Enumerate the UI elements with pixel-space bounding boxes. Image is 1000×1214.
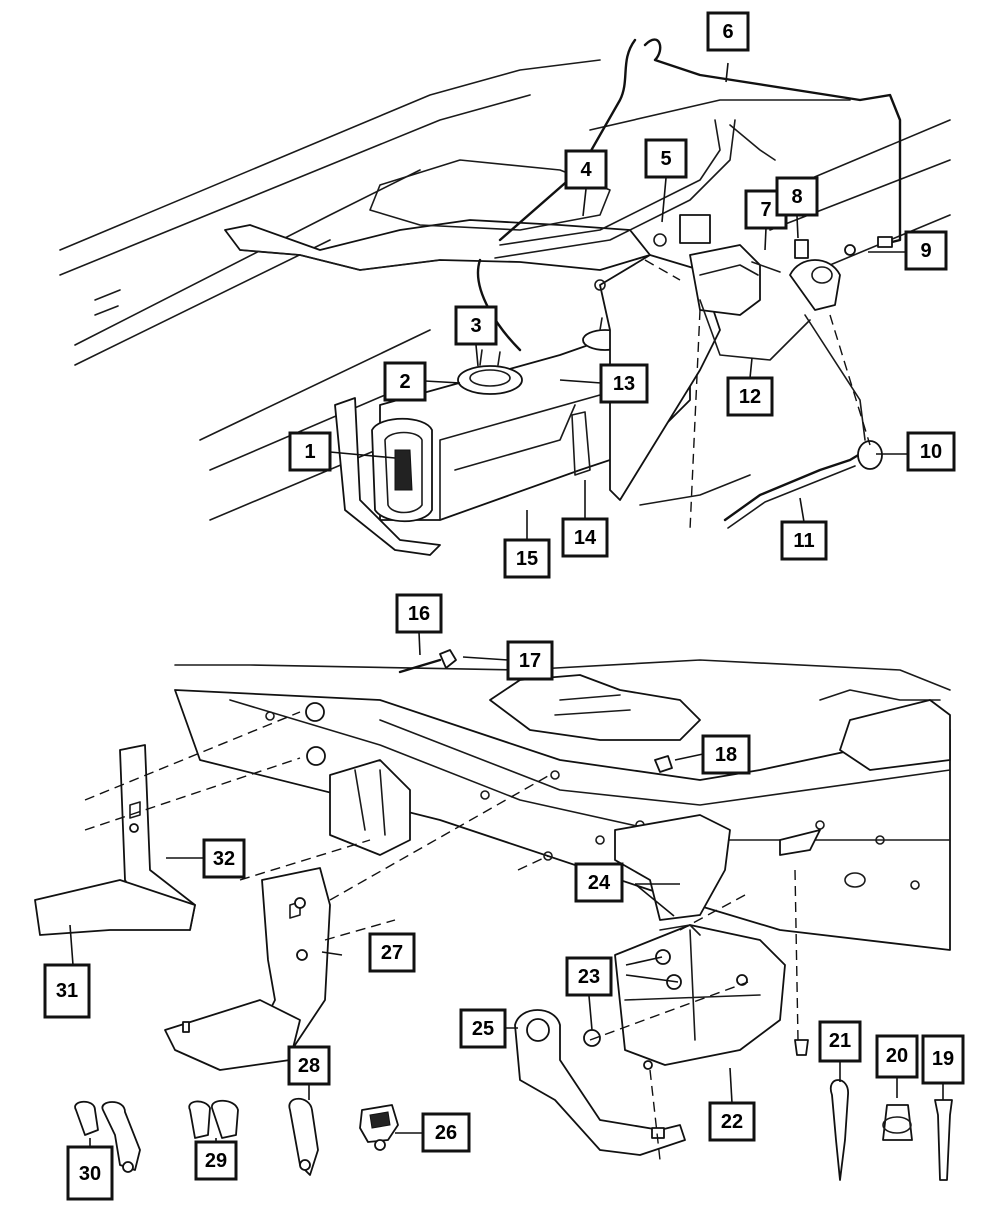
callout-28[interactable]: 28 <box>287 1045 331 1086</box>
tank-strap-bracket <box>334 397 591 556</box>
callout-6-label: 6 <box>722 21 733 43</box>
callout-3-label: 3 <box>470 315 481 337</box>
filler-tube <box>639 259 883 529</box>
callout-2-label: 2 <box>399 371 410 393</box>
callout-15-label: 15 <box>516 548 538 570</box>
callout-20-label: 20 <box>886 1045 908 1067</box>
lower-holes <box>265 702 920 890</box>
clips-26-30 <box>74 1097 399 1176</box>
callout-10-label: 10 <box>920 441 942 463</box>
callout-17[interactable]: 17 <box>506 640 554 681</box>
shield-22 <box>614 924 786 1070</box>
callout-21[interactable]: 21 <box>818 1020 862 1063</box>
callout-5[interactable]: 5 <box>644 138 688 179</box>
callout-9-label: 9 <box>920 240 931 262</box>
callout-18[interactable]: 18 <box>701 734 751 775</box>
callout-24[interactable]: 24 <box>574 862 624 903</box>
callout-11-label: 11 <box>793 530 814 552</box>
callout-29-label: 29 <box>205 1150 227 1172</box>
callout-26-label: 26 <box>435 1122 457 1144</box>
callout-2[interactable]: 2 <box>383 361 427 402</box>
callout-8-label: 8 <box>791 186 802 208</box>
callout-17-label: 17 <box>519 650 541 672</box>
skid-plate-27 <box>164 867 331 1071</box>
callout-16-label: 16 <box>408 603 430 625</box>
callout-26[interactable]: 26 <box>421 1112 471 1153</box>
callout-19[interactable]: 19 <box>921 1034 965 1085</box>
evap-canister <box>599 214 811 501</box>
frame-bracket-block <box>329 759 821 921</box>
callout-24-label: 24 <box>588 872 611 894</box>
callout-14[interactable]: 14 <box>561 517 609 558</box>
callout-5-label: 5 <box>660 148 671 170</box>
callout-12-label: 12 <box>739 386 761 408</box>
callout-3[interactable]: 3 <box>454 305 498 346</box>
callout-4[interactable]: 4 <box>564 149 608 190</box>
callout-20[interactable]: 20 <box>875 1034 919 1079</box>
callout-31[interactable]: 31 <box>43 963 91 1019</box>
upper-small-parts <box>594 233 893 291</box>
callout-8[interactable]: 8 <box>775 176 819 217</box>
callout-1-label: 1 <box>304 441 315 463</box>
dashed-alignment-lines <box>84 259 871 1161</box>
callout-21-label: 21 <box>829 1030 851 1052</box>
callout-30-label: 30 <box>79 1163 101 1185</box>
callout-1[interactable]: 1 <box>288 431 332 472</box>
callout-13[interactable]: 13 <box>599 363 649 404</box>
callout-7-label: 7 <box>760 199 771 221</box>
callout-18-label: 18 <box>715 744 737 766</box>
fasteners-19-20-21-23 <box>583 949 953 1181</box>
callout-25[interactable]: 25 <box>459 1008 507 1049</box>
skid-plate-31-32 <box>34 744 196 936</box>
callout-16[interactable]: 16 <box>395 593 443 634</box>
callout-19-label: 19 <box>932 1048 954 1070</box>
callout-23-label: 23 <box>578 966 600 988</box>
bolt-16-17 <box>398 649 673 773</box>
callout-32[interactable]: 32 <box>202 838 246 879</box>
callout-30[interactable]: 30 <box>66 1145 114 1201</box>
callout-9[interactable]: 9 <box>904 230 948 271</box>
callout-11[interactable]: 11 <box>780 520 828 561</box>
callout-10[interactable]: 10 <box>906 431 956 472</box>
callout-15[interactable]: 15 <box>503 538 551 579</box>
callout-32-label: 32 <box>213 848 235 870</box>
callout-6[interactable]: 6 <box>706 11 750 52</box>
callout-14-label: 14 <box>574 527 597 549</box>
callout-29[interactable]: 29 <box>194 1140 238 1181</box>
callout-25-label: 25 <box>472 1018 494 1040</box>
callout-22[interactable]: 22 <box>708 1101 756 1142</box>
callout-27[interactable]: 27 <box>368 932 416 973</box>
callout-12[interactable]: 12 <box>726 376 774 417</box>
callout-13-label: 13 <box>613 373 635 395</box>
upper-frame-rails <box>59 59 951 521</box>
callout-22-label: 22 <box>721 1111 743 1133</box>
callout-28-label: 28 <box>298 1055 320 1077</box>
callout-27-label: 27 <box>381 942 403 964</box>
callout-23[interactable]: 23 <box>565 956 613 997</box>
callout-4-label: 4 <box>580 159 592 181</box>
callout-31-label: 31 <box>56 980 78 1002</box>
bracket-25 <box>514 1009 686 1156</box>
